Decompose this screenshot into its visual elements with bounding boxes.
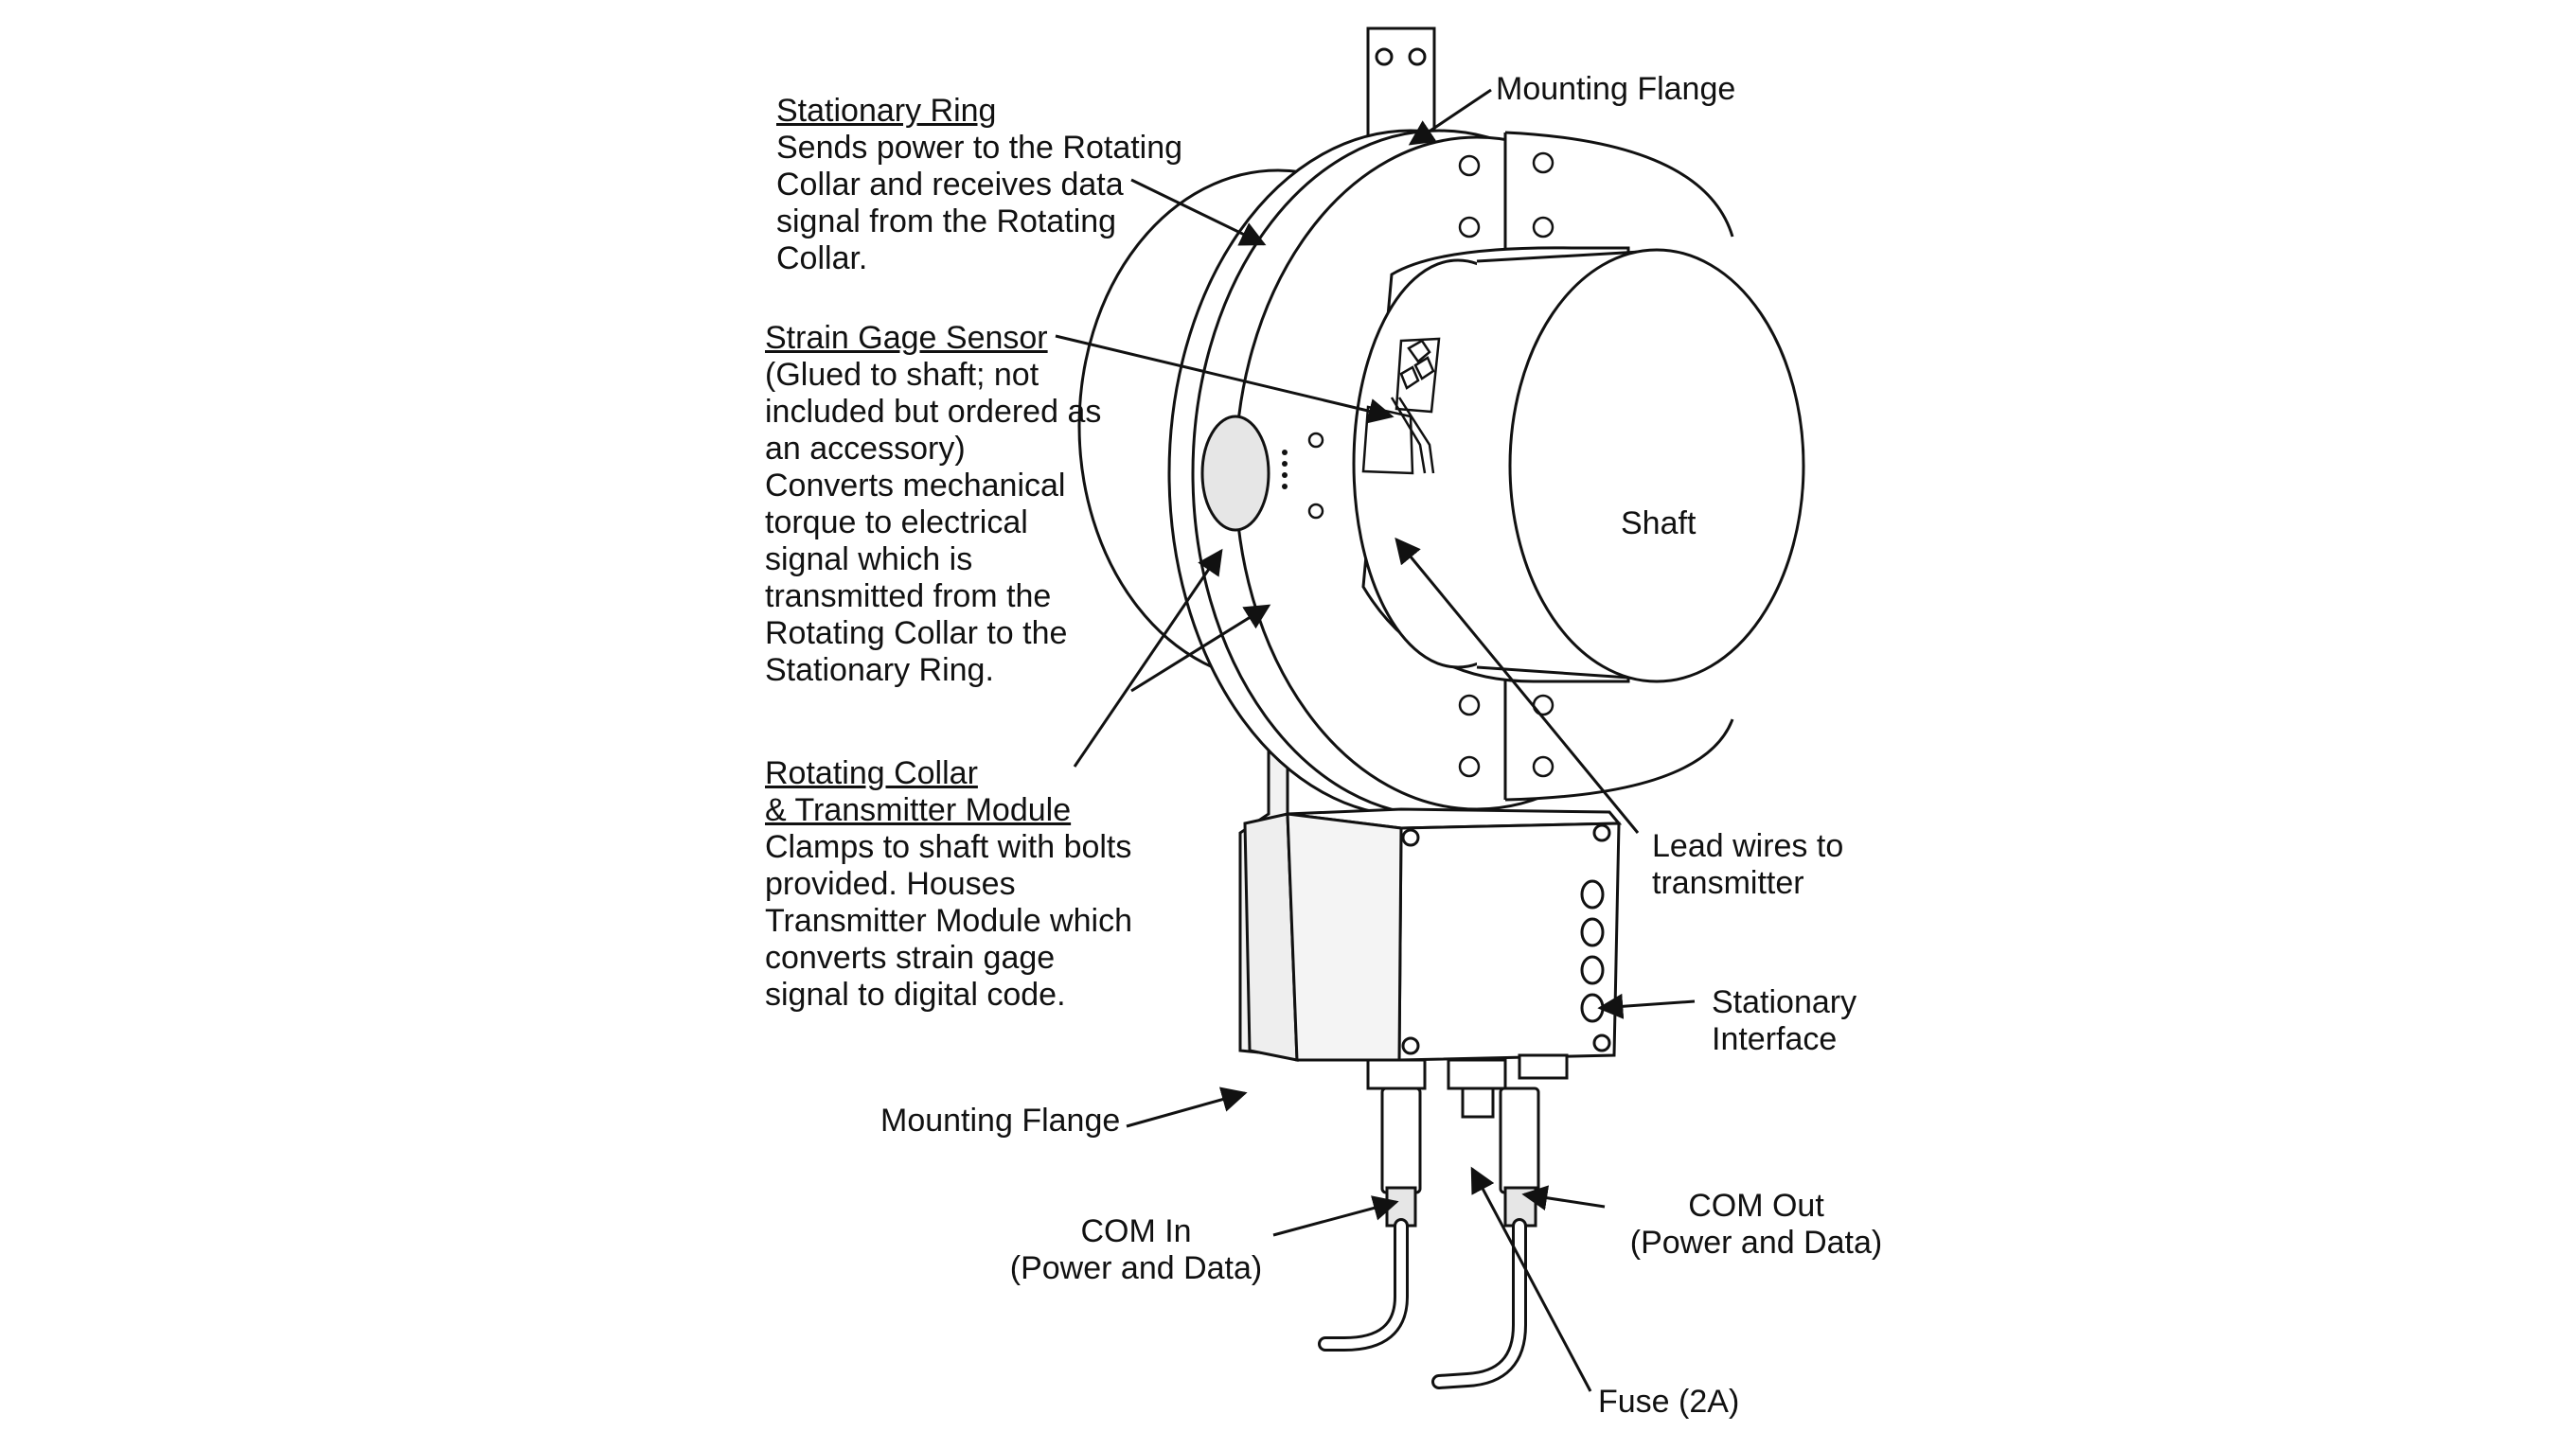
rotating-collar-title-2: & Transmitter Module (765, 792, 1072, 828)
stationary-interface-line: Interface (1712, 1021, 1838, 1057)
com-in-line: (Power and Data) (1009, 1250, 1263, 1286)
rotating-collar-line: Clamps to shaft with bolts (765, 829, 1132, 865)
stationary-ring-line: Collar. (776, 240, 868, 276)
label-shaft: Shaft (1621, 505, 1697, 541)
strain-gage-line: included but ordered as (765, 394, 1102, 430)
com-cables-inner (1321, 1221, 1524, 1387)
strain-gage-sensor (1361, 337, 1441, 475)
lead-wires-line: Lead wires to (1652, 828, 1844, 864)
stationary-ring-line: Collar and receives data (776, 167, 1124, 203)
stationary-ring-line: Sends power to the Rotating (776, 130, 1183, 166)
strain-gage-line: transmitted from the (765, 578, 1052, 614)
arrow-com-out (1521, 1185, 1606, 1211)
com-out-line: COM Out (1688, 1188, 1824, 1224)
arrow-fuse (1470, 1166, 1592, 1392)
label-fuse: Fuse (2A) (1598, 1384, 1740, 1420)
label-com-out: COM Out (Power and Data) (1624, 1188, 1889, 1262)
shaft-stub (1200, 415, 1270, 532)
rotating-collar-title-1: Rotating Collar (765, 755, 978, 791)
label-rotating-collar: Rotating Collar & Transmitter Module Cla… (765, 755, 1132, 1014)
rotating-collar-line: Transmitter Module which (765, 903, 1132, 939)
strain-gage-line: Stationary Ring. (765, 652, 994, 688)
arrow-stationary-ring (1130, 178, 1267, 246)
strain-gage-title: Strain Gage Sensor (765, 320, 1048, 356)
stationary-interface-box (1243, 807, 1623, 1090)
strain-gage-line: Converts mechanical (765, 468, 1066, 504)
com-cables (1318, 1218, 1527, 1389)
rotating-collar-line: provided. Houses (765, 866, 1016, 902)
arrow-strain-gage (1055, 334, 1395, 424)
arrow-lead-wires (1395, 537, 1640, 834)
stationary-ring-line: signal from the Rotating (776, 203, 1117, 239)
rotating-collar-line: converts strain gage (765, 940, 1056, 976)
com-in-line: COM In (1080, 1213, 1192, 1249)
label-lead-wires: Lead wires to transmitter (1652, 828, 1843, 902)
lead-wires-line: transmitter (1652, 865, 1804, 901)
arrow-rotating-collar-2 (1130, 604, 1271, 693)
strain-gage-line: an accessory) (765, 431, 966, 467)
top-mounting-flange (1366, 27, 1436, 144)
arrow-mounting-flange-top (1408, 88, 1492, 146)
strain-gage-line: signal which is (765, 541, 973, 577)
strain-gage-line: torque to electrical (765, 504, 1028, 540)
com-connectors (1380, 1087, 1540, 1228)
arrow-mounting-flange-bottom (1126, 1087, 1248, 1128)
label-stationary-ring: Stationary Ring Sends power to the Rotat… (776, 93, 1182, 277)
strain-gage-line: Rotating Collar to the (765, 615, 1068, 651)
label-com-in: COM In (Power and Data) (1004, 1213, 1269, 1287)
label-strain-gage-sensor: Strain Gage Sensor (Glued to shaft; not … (765, 320, 1101, 689)
stationary-ring-title: Stationary Ring (776, 93, 997, 129)
rotating-collar-line: signal to digital code. (765, 977, 1066, 1013)
leader-arrows (1055, 88, 1696, 1392)
arrow-rotating-collar-1 (1073, 548, 1223, 768)
label-mounting-flange-top: Mounting Flange (1496, 71, 1736, 107)
label-stationary-interface: Stationary Interface (1712, 984, 1856, 1058)
label-mounting-flange-bottom: Mounting Flange (880, 1103, 1121, 1139)
com-out-line: (Power and Data) (1629, 1225, 1883, 1261)
rotating-collar (1352, 246, 1805, 683)
arrow-com-in (1272, 1195, 1399, 1237)
ring-indicator-dots (1282, 450, 1288, 489)
stationary-interface-line: Stationary (1712, 984, 1857, 1020)
strain-gage-line: (Glued to shaft; not (765, 357, 1039, 393)
arrow-stationary-interface (1597, 993, 1696, 1019)
